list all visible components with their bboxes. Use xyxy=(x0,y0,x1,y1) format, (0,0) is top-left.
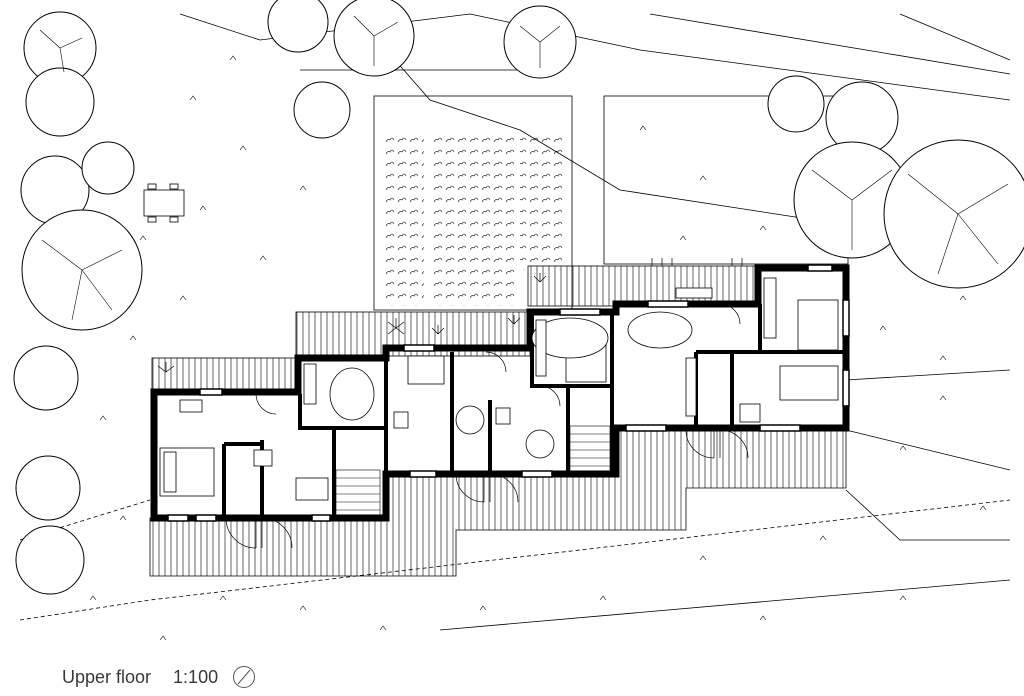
potted-plants xyxy=(157,258,743,373)
decks xyxy=(149,265,847,577)
furniture xyxy=(159,277,839,501)
windows xyxy=(167,264,850,522)
plan-title: Upper floor xyxy=(62,666,152,687)
interior-walls xyxy=(222,304,846,518)
tree-branches xyxy=(39,15,1009,321)
garden-table xyxy=(143,183,185,223)
doors xyxy=(225,303,749,549)
plan-caption: Upper floor 1:100 xyxy=(62,664,256,690)
stairs xyxy=(335,425,611,517)
site-lines xyxy=(19,13,1011,631)
garden-beds xyxy=(373,95,849,311)
north-arrow-icon xyxy=(233,666,256,688)
plan-scale: 1:100 xyxy=(173,666,219,687)
grass-marks xyxy=(89,55,987,641)
